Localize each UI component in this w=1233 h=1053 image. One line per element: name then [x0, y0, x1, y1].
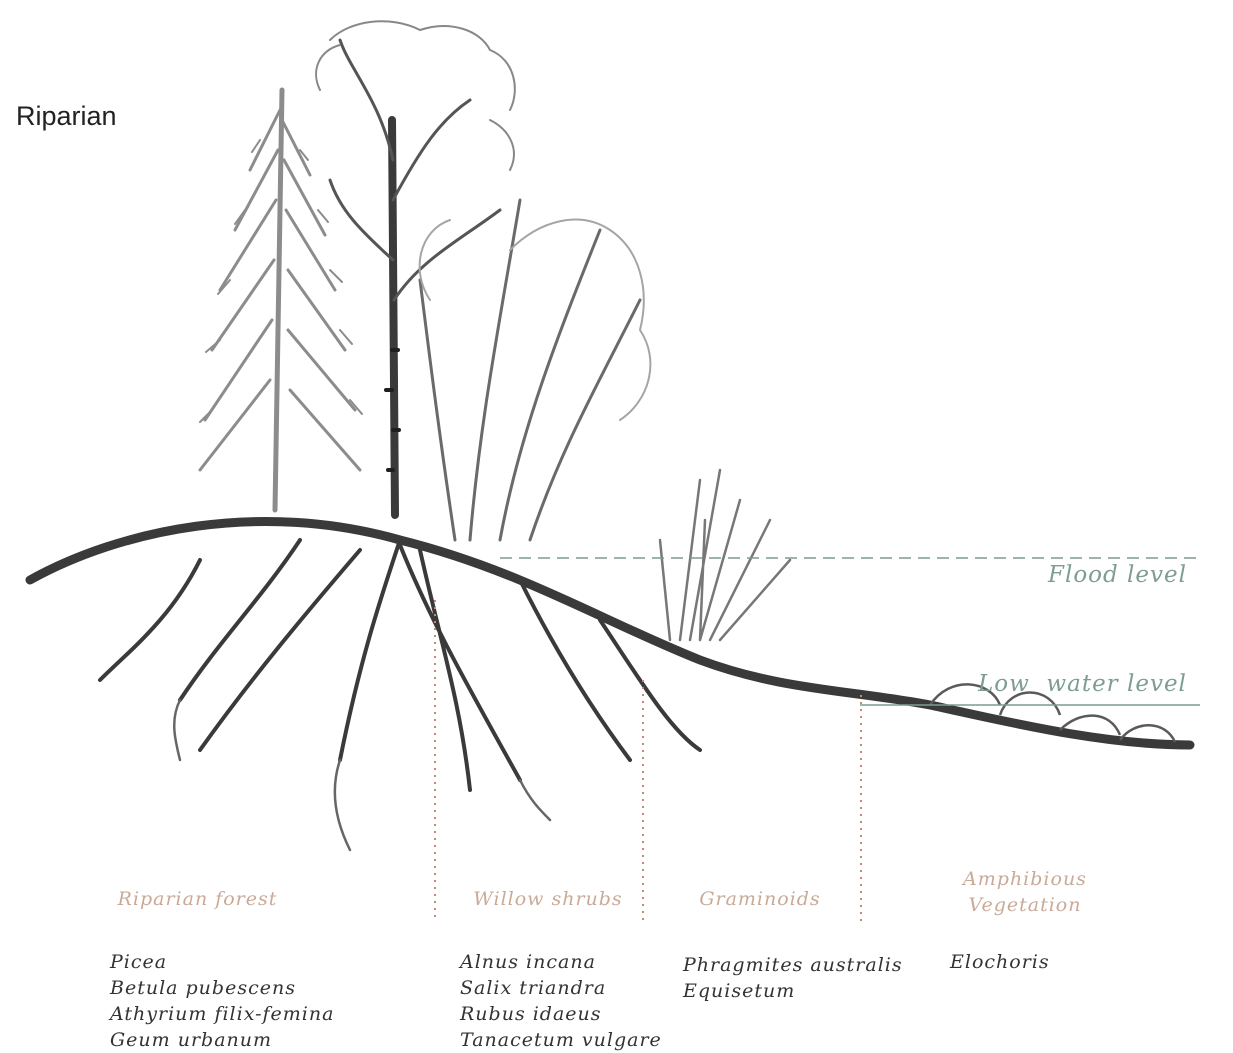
species-item: Phragmites australis [683, 952, 903, 978]
species-list-riparian-forest: Picea Betula pubescens Athyrium filix-fe… [110, 949, 334, 1053]
species-list-willow-shrubs: Alnus incana Salix triandra Rubus idaeus… [460, 949, 662, 1053]
species-item: Tanacetum vulgare [460, 1027, 662, 1053]
low-water-level-label: Low water level [978, 671, 1187, 697]
graminoid-reeds [660, 470, 790, 640]
species-item: Elochoris [950, 949, 1050, 975]
species-list-amphibious-vegetation: Elochoris [950, 949, 1050, 975]
spruce-tree [200, 90, 362, 510]
zone-label-graminoids: Graminoids [690, 886, 830, 912]
species-item: Alnus incana [460, 949, 662, 975]
species-list-graminoids: Phragmites australis Equisetum [683, 952, 903, 1004]
species-item: Equisetum [683, 978, 903, 1004]
species-item: Betula pubescens [110, 975, 334, 1001]
species-item: Geum urbanum [110, 1027, 334, 1053]
species-item: Picea [110, 949, 334, 975]
willow-shrubs [420, 200, 651, 540]
zone-label-amphibious-vegetation: Amphibious Vegetation [950, 866, 1100, 918]
species-item: Rubus idaeus [460, 1001, 662, 1027]
species-item: Salix triandra [460, 975, 662, 1001]
flood-level-label: Flood level [1048, 562, 1187, 588]
zone-label-riparian-forest: Riparian forest [110, 886, 285, 912]
zone-label-willow-shrubs: Willow shrubs [468, 886, 628, 912]
species-item: Athyrium filix-femina [110, 1001, 334, 1027]
birch-tree [316, 21, 515, 515]
